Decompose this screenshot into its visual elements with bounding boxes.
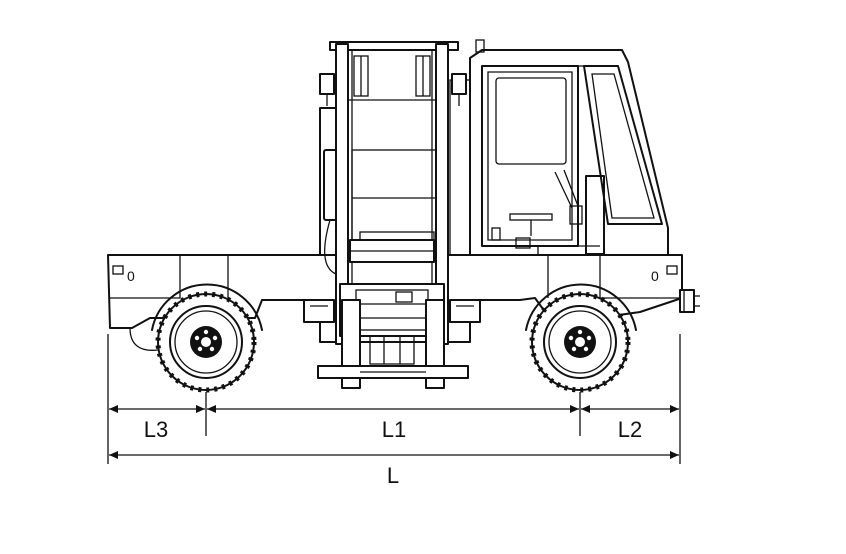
side-loader-forklift: 0 0	[107, 39, 700, 393]
left-zero-mark: 0	[127, 268, 135, 284]
right-zero-mark: 0	[651, 268, 659, 284]
fork-carriage	[303, 283, 481, 389]
dimension-l3: L3	[109, 405, 205, 442]
lift-mast	[319, 41, 467, 345]
dimension-l1: L1	[207, 405, 579, 442]
hydraulic-hose	[323, 219, 337, 275]
extension-lines	[107, 334, 681, 464]
dimension-l-label: L	[387, 463, 399, 488]
dimension-l: L	[109, 451, 679, 488]
rear-cable	[129, 327, 159, 351]
operator-cab	[469, 39, 669, 256]
dimension-l3-label: L3	[144, 417, 168, 442]
front-wheel	[525, 283, 637, 393]
coupling-hook	[679, 289, 700, 313]
dimension-l1-label: L1	[382, 417, 406, 442]
rear-wheel	[151, 283, 263, 393]
dimension-l2-label: L2	[618, 417, 642, 442]
dimension-l2: L2	[581, 405, 679, 442]
